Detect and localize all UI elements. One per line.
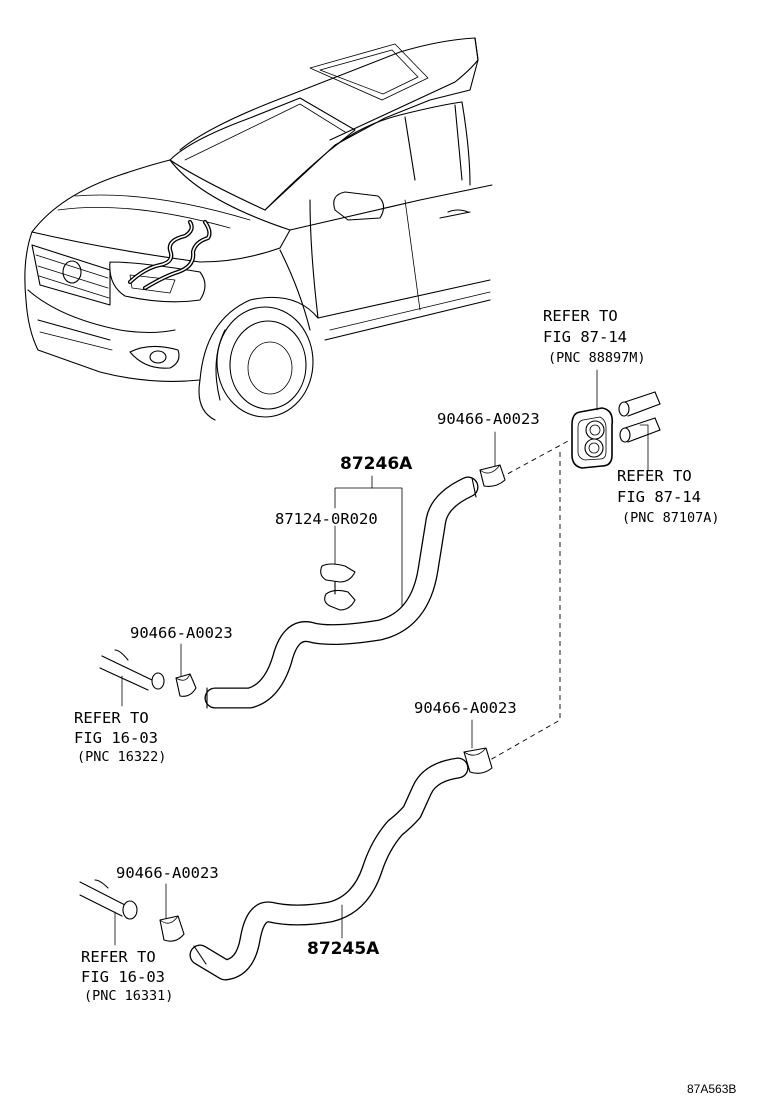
alignment-line-upper <box>499 439 571 479</box>
clip-lower-right-label: 90466-A0023 <box>414 699 517 717</box>
pipe-lower-left <box>79 879 138 920</box>
clip-upper-right-label: 90466-A0023 <box>437 410 540 428</box>
diagram-code: 87A563B <box>687 1082 737 1096</box>
clip-upper-left-label: 90466-A0023 <box>130 624 233 642</box>
hose-87246a <box>204 476 479 709</box>
pipes-refer-line1: REFER TO <box>617 467 692 485</box>
clip-lower-left-label: 90466-A0023 <box>116 864 219 882</box>
clamp-holder <box>320 563 356 611</box>
hose-87245a <box>189 757 469 981</box>
pipes-refer-pnc: (PNC 87107A) <box>622 510 720 526</box>
vehicle-illustration <box>24 37 493 421</box>
upper-left-refer-pnc: (PNC 16322) <box>77 749 167 765</box>
hose-87245a-label: 87245A <box>307 939 380 959</box>
pipes-refer-line2: FIG 87-14 <box>617 488 701 506</box>
lower-left-refer-line1: REFER TO <box>81 948 156 966</box>
grommet-refer-pnc: (PNC 88897M) <box>548 350 646 366</box>
pipe-upper-left <box>99 649 165 691</box>
upper-left-refer-line1: REFER TO <box>74 709 149 727</box>
grommet <box>571 407 614 469</box>
upper-left-refer-line2: FIG 16-03 <box>74 729 158 747</box>
lower-left-refer-line2: FIG 16-03 <box>81 968 165 986</box>
clip-upper-left <box>175 673 197 697</box>
clamp-holder-label: 87124-0R020 <box>275 510 378 528</box>
clip-lower-left <box>159 915 185 942</box>
lower-left-refer-pnc: (PNC 16331) <box>84 988 174 1004</box>
leader-lines <box>114 369 649 946</box>
clip-lower-right <box>463 747 493 774</box>
clip-upper-right <box>479 464 506 487</box>
grommet-refer-line1: REFER TO <box>543 307 618 325</box>
grommet-refer-line2: FIG 87-14 <box>543 328 627 346</box>
heater-pipes <box>618 391 661 443</box>
hose-87246a-label: 87246A <box>340 454 413 474</box>
